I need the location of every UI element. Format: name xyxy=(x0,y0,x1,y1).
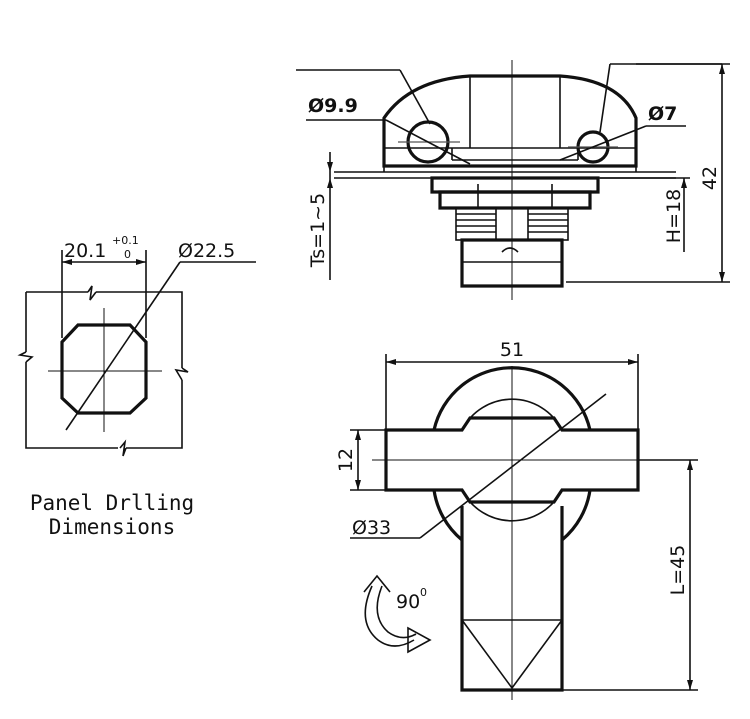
rotation-unit: 0 xyxy=(420,586,427,599)
panel-drilling-view: 20.1 +0.1 0 Ø22.5 Panel Drlling Dimensio… xyxy=(17,234,256,539)
panel-tolerance-plus: +0.1 xyxy=(112,234,139,247)
thread-left xyxy=(455,207,497,241)
thickness-label: Ts=1~5 xyxy=(307,193,329,268)
large-hole-label: Ø9.9 xyxy=(308,95,358,117)
total-height-label: 42 xyxy=(699,166,721,190)
panel-tolerance-minus: 0 xyxy=(124,248,131,261)
panel-width-label: 20.1 xyxy=(64,240,106,262)
body-height-label: H=18 xyxy=(663,189,685,243)
cam-thickness-label: 12 xyxy=(335,448,357,472)
small-hole-label: Ø7 xyxy=(648,103,677,125)
rotation-arrow-icon xyxy=(363,574,432,654)
caption-line-2: Dimensions xyxy=(49,515,175,539)
cam-width-label: 51 xyxy=(500,339,524,361)
panel-diameter-label: Ø22.5 xyxy=(178,240,235,262)
caption-line-1: Panel Drlling xyxy=(30,491,194,515)
front-view: 51 12 L=45 Ø33 90 0 xyxy=(335,339,698,700)
thread-right xyxy=(527,207,569,241)
body-diameter-label: Ø33 xyxy=(352,517,391,539)
side-view: Ø9.9 Ø7 42 H=18 Ts=1~5 xyxy=(296,60,730,300)
rotation-label: 90 xyxy=(396,591,420,613)
cam-length-label: L=45 xyxy=(667,545,689,596)
